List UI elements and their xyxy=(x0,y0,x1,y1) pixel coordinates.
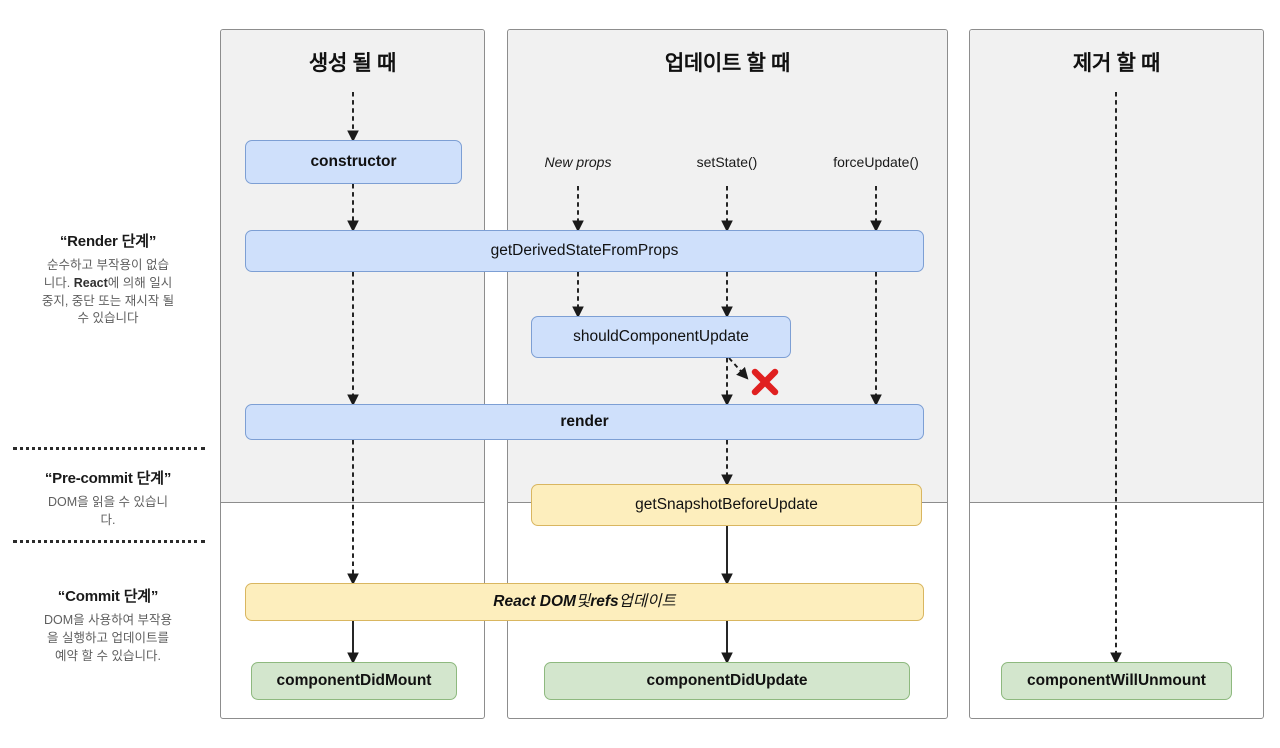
phase-commit-title: “Commit 단계” xyxy=(57,588,159,605)
phase-divider-top xyxy=(13,447,205,450)
node-react-dom-refs-update[interactable]: React DOM 및 refs 업데이트 xyxy=(245,583,924,621)
phase-label-column: “Render 단계” 순수하고 부작용이 없습 니다. React에 의해 일… xyxy=(0,0,220,748)
phase-pre-commit-description: DOM을 읽을 수 있습니 다. xyxy=(8,494,208,530)
phase-render-desc-line-4: 수 있습니다 xyxy=(77,311,139,326)
trigger-force-update: forceUpdate() xyxy=(833,154,919,170)
phase-pre-commit-title: “Pre-commit 단계” xyxy=(44,470,172,487)
phase-pre-commit-desc-line-2: 다. xyxy=(100,512,116,527)
node-render[interactable]: render xyxy=(245,404,924,440)
phase-commit-desc-line-1: DOM을 사용하여 부작용 xyxy=(43,613,173,627)
phase-render-desc-line-3: 중지, 중단 또는 재시작 될 xyxy=(41,293,175,308)
phase-render-title: “Render 단계” xyxy=(59,233,157,250)
phase-pre-commit-desc-line-1: DOM을 읽을 수 있습니 xyxy=(47,495,169,509)
node-get-derived-state-from-props[interactable]: getDerivedStateFromProps xyxy=(245,230,924,272)
phase-commit: “Commit 단계” DOM을 사용하여 부작용 을 실행하고 업데이트를 예… xyxy=(8,585,208,665)
phase-render-desc-line-2: 니다. React에 의해 일시 xyxy=(43,275,173,290)
trigger-new-props: New props xyxy=(544,154,612,170)
phase-commit-description: DOM을 사용하여 부작용 을 실행하고 업데이트를 예약 할 수 있습니다. xyxy=(8,612,208,665)
node-get-snapshot-before-update[interactable]: getSnapshotBeforeUpdate xyxy=(531,484,922,526)
node-component-did-update[interactable]: componentDidUpdate xyxy=(544,662,910,700)
phase-render-description: 순수하고 부작용이 없습 니다. React에 의해 일시 중지, 중단 또는 … xyxy=(8,257,208,328)
phase-pre-commit: “Pre-commit 단계” DOM을 읽을 수 있습니 다. xyxy=(8,467,208,530)
column-shade-unmounting xyxy=(970,30,1263,503)
column-header-updating: 업데이트 할 때 xyxy=(664,52,791,75)
phase-commit-desc-line-3: 예약 할 수 있습니다. xyxy=(55,648,161,663)
phase-divider-bottom xyxy=(13,540,205,543)
phase-commit-desc-line-2: 을 실행하고 업데이트를 xyxy=(47,630,169,645)
node-should-component-update[interactable]: shouldComponentUpdate xyxy=(531,316,791,358)
phase-render-desc-line-1: 순수하고 부작용이 없습 xyxy=(47,258,169,272)
skip-render-cross-icon xyxy=(748,365,782,399)
column-header-unmounting: 제거 할 때 xyxy=(1072,52,1161,75)
node-component-did-mount[interactable]: componentDidMount xyxy=(251,662,457,700)
trigger-set-state: setState() xyxy=(696,154,758,170)
node-component-will-unmount[interactable]: componentWillUnmount xyxy=(1001,662,1232,700)
phase-render: “Render 단계” 순수하고 부작용이 없습 니다. React에 의해 일… xyxy=(8,230,208,328)
column-header-mounting: 생성 될 때 xyxy=(308,52,397,75)
node-constructor[interactable]: constructor xyxy=(245,140,462,184)
